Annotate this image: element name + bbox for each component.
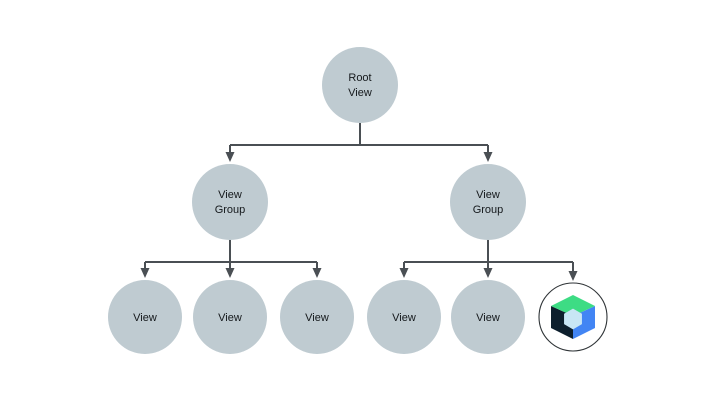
node-view-3-label: View	[305, 312, 329, 324]
node-view-group-right-label-line-1: View	[476, 189, 500, 201]
node-compose[interactable]	[538, 282, 608, 352]
group-left-fanout-arrow-2	[225, 268, 235, 278]
group-right-fanout-arrow-1	[399, 268, 409, 278]
node-view-5-circle[interactable]	[451, 280, 525, 354]
node-view-1-circle[interactable]	[108, 280, 182, 354]
jetpack-compose-logo	[551, 295, 595, 339]
root-fanout-arrow-2	[483, 152, 493, 162]
node-view-3-circle[interactable]	[280, 280, 354, 354]
node-view-4-label: View	[392, 312, 416, 324]
node-view-group-right-label-line-2: Group	[473, 204, 504, 216]
node-view-2[interactable]: View	[193, 280, 267, 354]
node-root-view-circle[interactable]	[322, 47, 398, 123]
node-view-group-left-label-line-1: View	[218, 189, 242, 201]
node-view-group-left-circle[interactable]	[192, 164, 268, 240]
node-view-group-right-circle[interactable]	[450, 164, 526, 240]
node-view-2-circle[interactable]	[193, 280, 267, 354]
node-view-5-label: View	[476, 312, 500, 324]
node-view-group-left-label-line-2: Group	[215, 204, 246, 216]
node-view-4-circle[interactable]	[367, 280, 441, 354]
node-root-view-label-line-1: Root	[348, 72, 371, 84]
node-view-1[interactable]: View	[108, 280, 182, 354]
node-view-3[interactable]: View	[280, 280, 354, 354]
node-view-5[interactable]: View	[451, 280, 525, 354]
root-fanout-arrow-1	[225, 152, 235, 162]
connectors-layer	[140, 123, 578, 281]
node-root-view-label-line-2: View	[348, 87, 372, 99]
node-view-4[interactable]: View	[367, 280, 441, 354]
group-right-fanout-arrow-2	[483, 268, 493, 278]
group-left-fanout-arrow-1	[140, 268, 150, 278]
node-view-1-label: View	[133, 312, 157, 324]
compose-logo-core-hexagon	[564, 308, 582, 330]
compose-logo-top-face	[551, 295, 595, 316]
group-left-fanout-arrow-3	[312, 268, 322, 278]
node-view-2-label: View	[218, 312, 242, 324]
group-right-fanout-arrow-3	[568, 271, 578, 281]
